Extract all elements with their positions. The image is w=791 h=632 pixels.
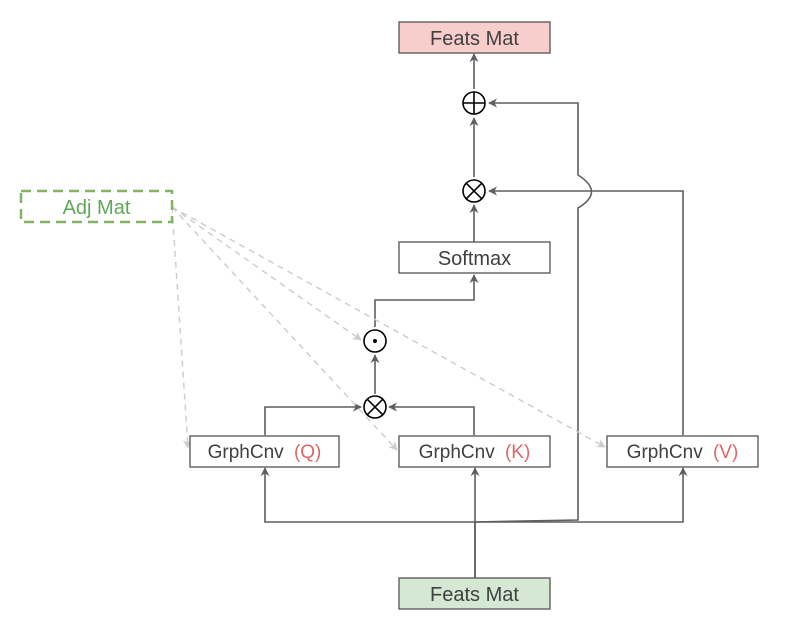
softmax-label: Softmax xyxy=(438,248,511,270)
matmul-qk-operator-icon xyxy=(363,395,387,419)
svg-text:GrphCnv (Q): GrphCnv (Q) xyxy=(208,442,322,463)
output-feats-label: Feats Mat xyxy=(430,28,519,50)
edge-adj-to-hadamard xyxy=(171,206,362,341)
grphcnv-v-box: GrphCnv (V) xyxy=(606,435,759,468)
softmax-box: Softmax xyxy=(398,241,551,274)
grphcnv-v-label: GrphCnv xyxy=(627,442,704,463)
grphcnv-q-tag: (Q) xyxy=(294,442,321,463)
output-feats-box: Feats Mat xyxy=(398,21,551,54)
edge-hadamard-to-softmax xyxy=(374,274,479,327)
grphcnv-v-tag: (V) xyxy=(713,442,738,463)
input-feats-label: Feats Mat xyxy=(430,584,519,606)
grphcnv-k-tag: (K) xyxy=(505,442,530,463)
add-operator-icon xyxy=(462,91,486,115)
adj-mat-box: Adj Mat xyxy=(19,189,174,224)
grphcnv-k-box: GrphCnv (K) xyxy=(398,435,551,468)
edge-adj-to-q xyxy=(171,206,192,449)
svg-text:GrphCnv (K): GrphCnv (K) xyxy=(419,442,531,463)
edge-adj-to-v xyxy=(171,206,606,448)
grphcnv-q-label: GrphCnv xyxy=(208,442,285,463)
edge-v-to-matmul-v xyxy=(488,186,684,435)
hadamard-operator-icon xyxy=(363,329,387,353)
adj-mat-label: Adj Mat xyxy=(63,197,131,219)
edge-q-to-matmul xyxy=(264,402,362,435)
edge-feats-to-q xyxy=(260,467,476,578)
matmul-v-operator-icon xyxy=(462,179,486,203)
input-feats-box: Feats Mat xyxy=(398,577,551,610)
svg-text:GrphCnv (V): GrphCnv (V) xyxy=(627,442,739,463)
edge-feats-to-v xyxy=(475,467,688,523)
grphcnv-q-box: GrphCnv (Q) xyxy=(189,435,340,468)
grphcnv-k-label: GrphCnv xyxy=(419,442,496,463)
edge-adj-to-k xyxy=(171,206,398,451)
edge-k-to-matmul xyxy=(388,402,475,435)
